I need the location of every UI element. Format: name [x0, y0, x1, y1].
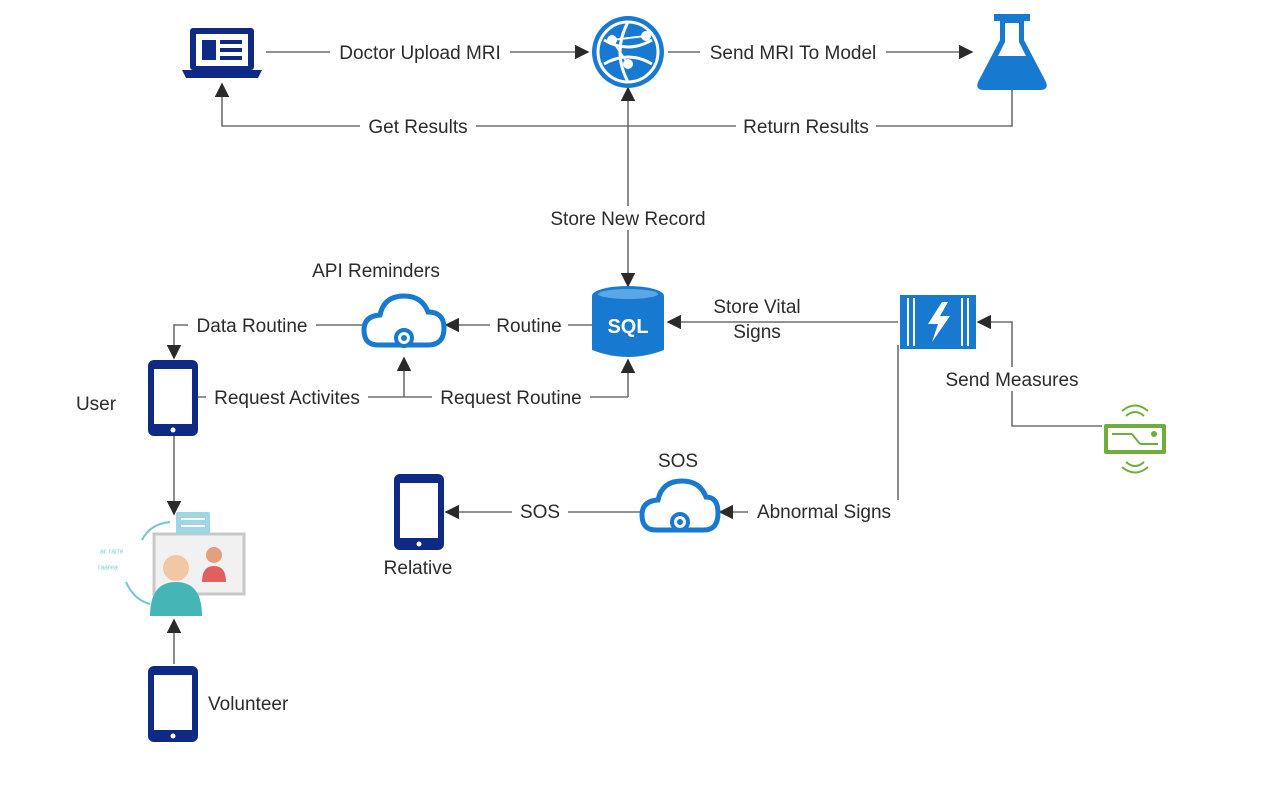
edge-abnormal-signs [718, 345, 899, 520]
sos-service-label: SOS [658, 451, 698, 472]
svg-text:ʳᵃᵃʳᵉᵃ: ʳᵃᵃʳᵉᵃ [98, 564, 118, 575]
iot-device-icon [1104, 404, 1166, 474]
label-store-record: Store New Record [550, 209, 705, 230]
volunteer-phone-icon [148, 666, 198, 742]
sos-cloud-icon [639, 478, 721, 533]
relative-label: Relative [384, 558, 453, 579]
label-request-activities: Request Activites [214, 388, 360, 409]
label-data-routine: Data Routine [197, 316, 308, 337]
user-label: User [76, 394, 117, 415]
label-store-vital-1: Store Vital [713, 297, 800, 318]
label-get-results: Get Results [368, 117, 467, 138]
label-request-routine: Request Routine [440, 388, 582, 409]
user-phone-icon [148, 360, 198, 436]
volunteer-label: Volunteer [208, 694, 289, 715]
relative-phone-icon [394, 474, 444, 550]
label-routine: Routine [496, 316, 562, 337]
edge-labels: Doctor Upload MRI Send MRI To Model Get … [188, 40, 1088, 524]
web-app-globe-icon [592, 16, 664, 88]
label-send-measures: Send Measures [945, 370, 1078, 391]
api-reminders-cloud-icon [361, 293, 447, 348]
video-call-illustration: ᵃʳ ʳᵃʳʳᵉ ʳᵃᵃʳᵉᵃ [98, 512, 246, 616]
api-reminders-label: API Reminders [312, 261, 440, 282]
label-store-vital-2: Signs [733, 322, 781, 343]
sql-database-icon: SQL [592, 286, 664, 357]
flask-icon [977, 14, 1047, 90]
event-hub-icon [900, 295, 976, 349]
sql-label: SQL [607, 316, 648, 338]
label-send-mri: Send MRI To Model [710, 43, 877, 64]
edges [166, 44, 1102, 664]
laptop-icon [182, 28, 262, 78]
svg-text:ᵃʳ ʳᵃʳʳᵉ: ᵃʳ ʳᵃʳʳᵉ [100, 548, 124, 559]
edge-results [214, 82, 1013, 127]
label-sos-edge: SOS [520, 502, 560, 523]
label-abnormal-signs: Abnormal Signs [757, 502, 891, 523]
label-doctor-upload: Doctor Upload MRI [339, 43, 501, 64]
label-return-results: Return Results [743, 117, 869, 138]
